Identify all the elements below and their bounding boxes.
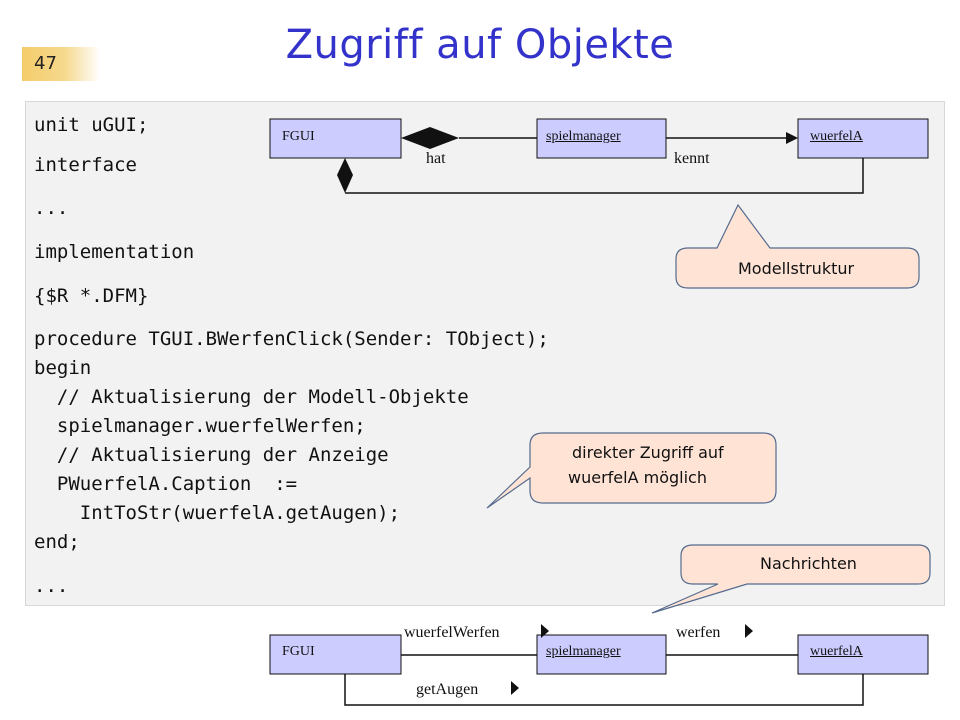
callout-nachrichten-shape <box>651 544 931 614</box>
code-line-interface: interface <box>34 154 137 176</box>
callout-modellstruktur-text: Modellstruktur <box>738 259 855 278</box>
assoc-label-hat: hat <box>426 150 446 167</box>
callout-nachrichten-text: Nachrichten <box>760 554 857 573</box>
uml-label-wuerfela-messages: wuerfelA <box>810 644 863 659</box>
message-arrow-getaugen-icon <box>511 681 519 695</box>
code-line-unit: unit uGUI; <box>34 114 149 136</box>
message-label-getaugen: getAugen <box>416 681 479 698</box>
code-line-implementation: implementation <box>34 241 195 263</box>
code-line-call: spielmanager.wuerfelWerfen; <box>34 415 366 437</box>
message-label-wuerfelwerfen: wuerfelWerfen <box>404 624 500 641</box>
uml-box-spielmanager-messages <box>536 634 667 675</box>
callout-direct-access-line2: wuerfelA möglich <box>568 468 707 487</box>
uml-label-wuerfela: wuerfelA <box>810 129 863 144</box>
code-line-procedure: procedure TGUI.BWerfenClick(Sender: TObj… <box>34 328 549 350</box>
code-line-begin: begin <box>34 357 92 379</box>
code-line-directive: {$R *.DFM} <box>34 285 149 307</box>
message-arrow-werfen-icon <box>745 624 753 638</box>
code-line-comment-model: // Aktualisierung der Modell-Objekte <box>34 386 469 408</box>
code-line-comment-display: // Aktualisierung der Anzeige <box>34 444 389 466</box>
message-link-fgui-wuerfela <box>344 674 864 706</box>
uml-box-wuerfela <box>797 118 929 159</box>
slide-number: 47 <box>34 53 57 74</box>
uml-box-fgui <box>269 118 402 159</box>
code-line-inttostr: IntToStr(wuerfelA.getAugen); <box>34 502 401 524</box>
uml-box-wuerfela-messages <box>797 634 929 675</box>
composition-diamond-icon <box>401 127 459 149</box>
arrow-head-kennt <box>786 132 798 144</box>
callout-direct-access-line1: direkter Zugriff auf <box>572 443 724 462</box>
code-line-end: end; <box>34 531 80 553</box>
code-panel <box>25 101 945 606</box>
assoc-label-kennt: kennt <box>674 150 710 167</box>
uml-label-spielmanager: spielmanager <box>546 129 621 144</box>
code-line-dots: ... <box>34 197 69 219</box>
uml-label-fgui-messages: FGUI <box>282 644 315 659</box>
callout-direct-access-shape <box>486 432 777 509</box>
uml-label-spielmanager-messages: spielmanager <box>546 644 621 659</box>
slide-number-badge: 47 <box>22 47 100 81</box>
code-line-caption: PWuerfelA.Caption := <box>34 473 298 495</box>
code-line-dots-end: ... <box>34 575 69 597</box>
aggregation-diamond-icon <box>337 158 353 193</box>
uml-box-spielmanager <box>536 118 667 159</box>
uml-box-fgui-messages <box>269 634 402 675</box>
assoc-line-knows <box>345 158 864 194</box>
callout-modellstruktur-shape <box>675 203 920 289</box>
uml-label-fgui: FGUI <box>282 129 315 144</box>
message-label-werfen: werfen <box>676 624 721 641</box>
message-arrow-wuerfelwerfen-icon <box>541 624 549 638</box>
slide-title: Zugriff auf Objekte <box>285 22 675 68</box>
